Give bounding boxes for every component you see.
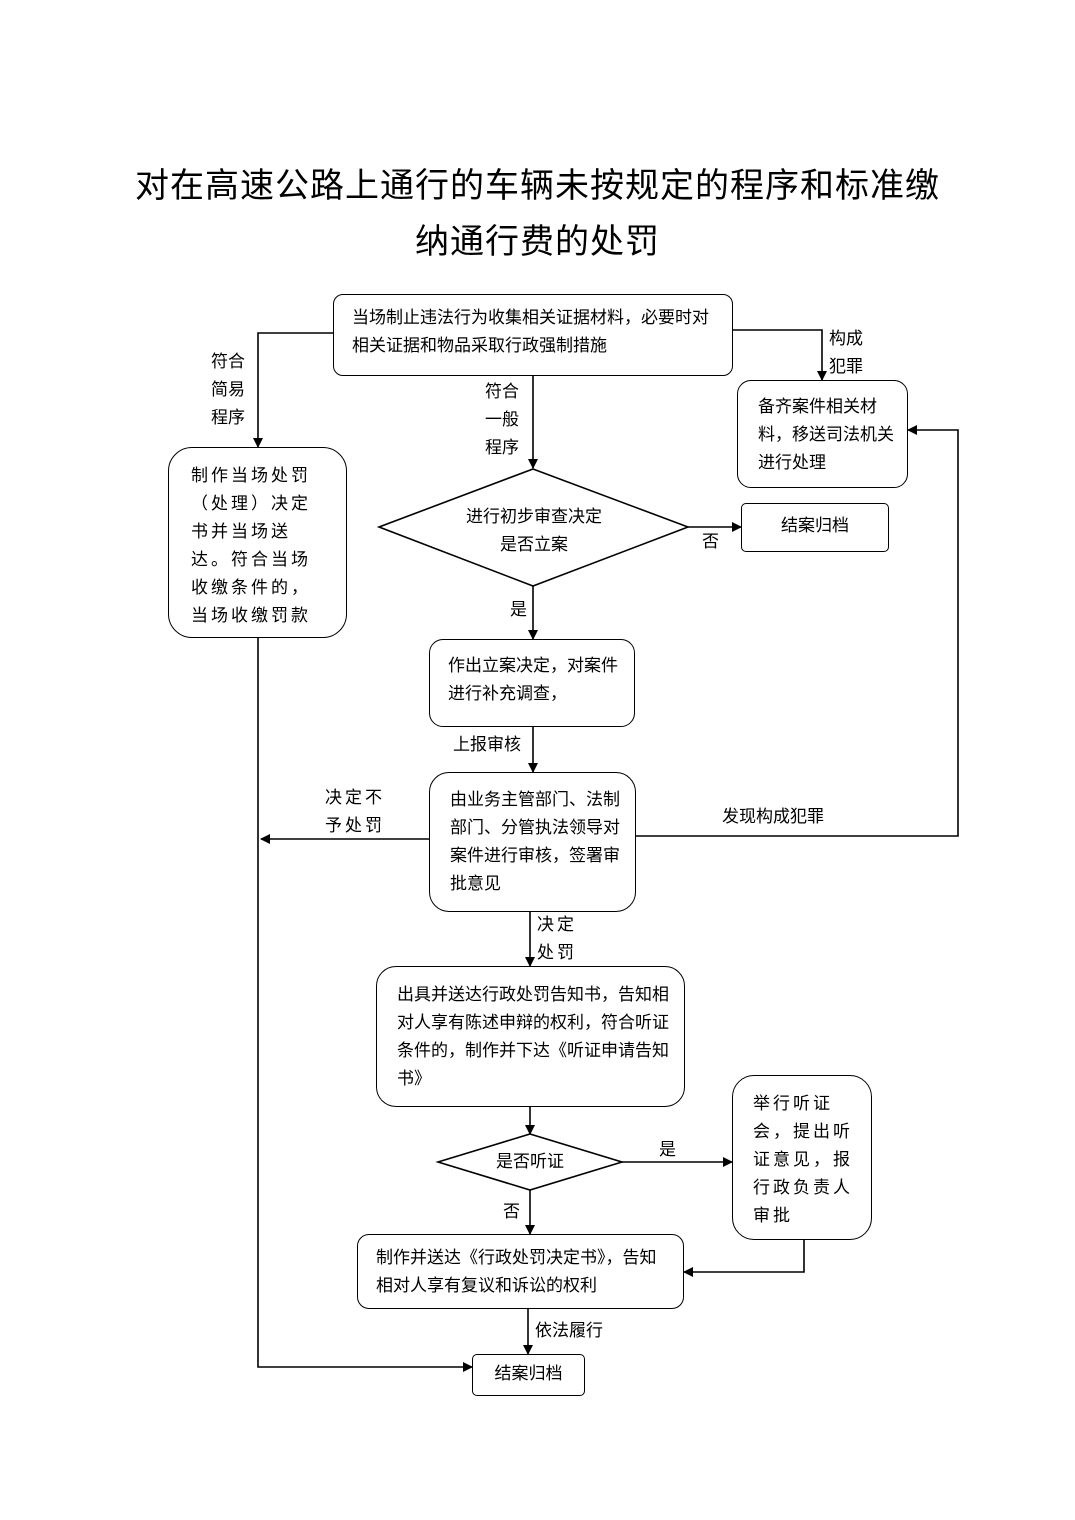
review-diamond [376, 468, 691, 587]
title-line-2: 纳通行费的处罚 [415, 222, 660, 262]
label-simple-proc: 符合简易程序 [211, 352, 245, 428]
label-decide-penalty: 决定处罚 [537, 915, 577, 963]
label-hearing-yes: 是 [659, 1140, 676, 1160]
close-top-text: 结案归档 [781, 516, 849, 536]
label-found-crime: 发现构成犯罪 [722, 807, 824, 827]
hearing-box: 举行听证会，提出听证意见，报行政负责人审批 [732, 1075, 872, 1240]
approval-box: 由业务主管部门、法制部门、分管执法领导对案件进行审核，签署审批意见 [429, 772, 636, 912]
edge-start-to-transfer [732, 329, 827, 381]
label-review-yes: 是 [510, 600, 527, 620]
edge-start-to-simple [253, 332, 333, 448]
label-perform: 依法履行 [535, 1321, 603, 1341]
decision-text: 制作并送达《行政处罚决定书》，告知相对人享有复议和诉讼的权利 [376, 1248, 657, 1296]
hearing-diamond-text: 是否听证 [496, 1152, 564, 1172]
label-no-penalty: 决定不予处罚 [325, 788, 385, 836]
hearing-text: 举行听证会，提出听证意见，报行政负责人审批 [753, 1094, 853, 1226]
transfer-box: 备齐案件相关材料，移送司法机关进行处理 [737, 380, 908, 488]
notice-box: 出具并送达行政处罚告知书，告知相对人享有陈述申辩的权利，符合听证条件的，制作并下… [376, 966, 685, 1107]
start-text: 当场制止违法行为收集相关证据材料，必要时对相关证据和物品采取行政强制措施 [352, 308, 709, 356]
approval-text: 由业务主管部门、法制部门、分管执法领导对案件进行审核，签署审批意见 [450, 790, 620, 894]
transfer-text: 备齐案件相关材料，移送司法机关进行处理 [758, 397, 894, 473]
label-report: 上报审核 [453, 735, 521, 755]
label-crime: 构成犯罪 [829, 329, 863, 377]
start-box: 当场制止违法行为收集相关证据材料，必要时对相关证据和物品采取行政强制措施 [333, 294, 733, 376]
close-bottom-text: 结案归档 [494, 1364, 563, 1384]
label-hearing-no: 否 [503, 1202, 520, 1222]
close-top-box: 结案归档 [741, 503, 889, 552]
edge-found-crime [636, 425, 959, 837]
filing-text: 作出立案决定，对案件进行补充调查， [448, 656, 618, 704]
review-diamond-text: 进行初步审查决定是否立案 [466, 507, 602, 555]
decision-box: 制作并送达《行政处罚决定书》，告知相对人享有复议和诉讼的权利 [357, 1234, 684, 1309]
simple-text: 制作当场处罚（处理）决定书并当场送达。符合当场收缴条件的，当场收缴罚款 [191, 466, 311, 626]
edge-simple-to-close [257, 637, 473, 1372]
label-review-no: 否 [702, 532, 719, 552]
notice-text: 出具并送达行政处罚告知书，告知相对人享有陈述申辩的权利，符合听证条件的，制作并下… [397, 985, 669, 1089]
title-line-1: 对在高速公路上通行的车辆未按规定的程序和标准缴 [135, 166, 940, 206]
edge-hearing-to-decision [683, 1240, 805, 1277]
close-bottom-box: 结案归档 [472, 1354, 585, 1396]
simple-box: 制作当场处罚（处理）决定书并当场送达。符合当场收缴条件的，当场收缴罚款 [168, 447, 347, 638]
filing-box: 作出立案决定，对案件进行补充调查， [429, 639, 635, 727]
hearing-diamond [435, 1133, 625, 1191]
label-general-proc: 符合一般程序 [485, 382, 519, 458]
